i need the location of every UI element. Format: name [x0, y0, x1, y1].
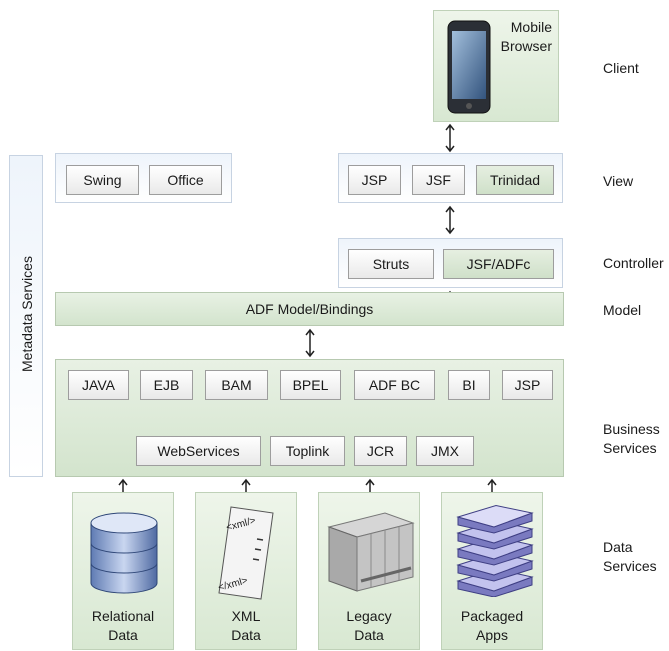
legacy-line1: Legacy [346, 608, 392, 624]
toplink-box: Toplink [270, 436, 345, 466]
metadata-services-label: Metadata Services [19, 256, 35, 372]
java-box: JAVA [68, 370, 129, 400]
jsp-business-box: JSP [502, 370, 553, 400]
webservices-box: WebServices [136, 436, 261, 466]
office-box: Office [149, 165, 222, 195]
mobile-phone-icon [447, 20, 491, 114]
legacy-data-tile: Legacy Data [318, 492, 420, 650]
server-rack-icon [327, 512, 415, 592]
jsf-adfc-box: JSF/ADFc [443, 249, 554, 279]
bi-box: BI [448, 370, 490, 400]
view-left-panel: Swing Office [55, 153, 232, 203]
model-bindings-bar: ADF Model/Bindings [55, 292, 564, 326]
layer-label-business-line1: Business [603, 421, 660, 437]
mobile-browser-line2: Browser [500, 38, 552, 54]
legacy-caption: Legacy Data [319, 607, 419, 645]
xml-line2: Data [231, 627, 261, 643]
swing-box: Swing [66, 165, 139, 195]
relational-line2: Data [108, 627, 138, 643]
double-arrow-icon [445, 123, 455, 153]
xml-data-tile: <xml/> </xml> XML Data [195, 492, 297, 650]
layer-label-data-line2: Services [603, 558, 657, 574]
stacked-layers-icon [456, 505, 534, 597]
adf-bc-box: ADF BC [354, 370, 435, 400]
layer-label-controller: Controller [603, 255, 664, 271]
trinidad-box: Trinidad [476, 165, 554, 195]
mobile-browser-tile: Mobile Browser [433, 10, 559, 122]
bpel-box: BPEL [280, 370, 341, 400]
packaged-line2: Apps [476, 627, 508, 643]
relational-data-tile: Relational Data [72, 492, 174, 650]
relational-line1: Relational [91, 608, 155, 624]
double-arrow-icon [305, 328, 315, 358]
layer-label-view: View [603, 173, 634, 189]
layer-label-client: Client [603, 60, 639, 76]
packaged-caption: Packaged Apps [442, 607, 542, 645]
xml-caption: XML Data [196, 607, 296, 645]
view-right-panel: JSP JSF Trinidad [338, 153, 563, 203]
packaged-apps-tile: Packaged Apps [441, 492, 543, 650]
metadata-services-panel: Metadata Services [9, 155, 43, 477]
layer-label-data-line1: Data [603, 539, 633, 555]
layer-label-model: Model [603, 302, 642, 318]
relational-caption: Relational Data [73, 607, 173, 645]
bam-box: BAM [205, 370, 268, 400]
mobile-browser-line1: Mobile [510, 19, 552, 35]
legacy-line2: Data [354, 627, 384, 643]
controller-panel: Struts JSF/ADFc [338, 238, 563, 288]
business-services-panel: JAVA EJB BAM BPEL ADF BC BI JSP WebServi… [55, 359, 564, 477]
jmx-box: JMX [416, 436, 474, 466]
xml-line1: XML [231, 608, 261, 624]
ejb-box: EJB [140, 370, 193, 400]
xml-document-icon [218, 506, 274, 600]
database-cylinder-icon [90, 512, 158, 594]
model-bindings-label: ADF Model/Bindings [245, 301, 374, 317]
jsp-box: JSP [348, 165, 401, 195]
jsf-box: JSF [412, 165, 465, 195]
double-arrow-icon [445, 205, 455, 235]
struts-box: Struts [348, 249, 434, 279]
jcr-box: JCR [354, 436, 407, 466]
layer-label-business-line2: Services [603, 440, 657, 456]
packaged-line1: Packaged [460, 608, 524, 624]
